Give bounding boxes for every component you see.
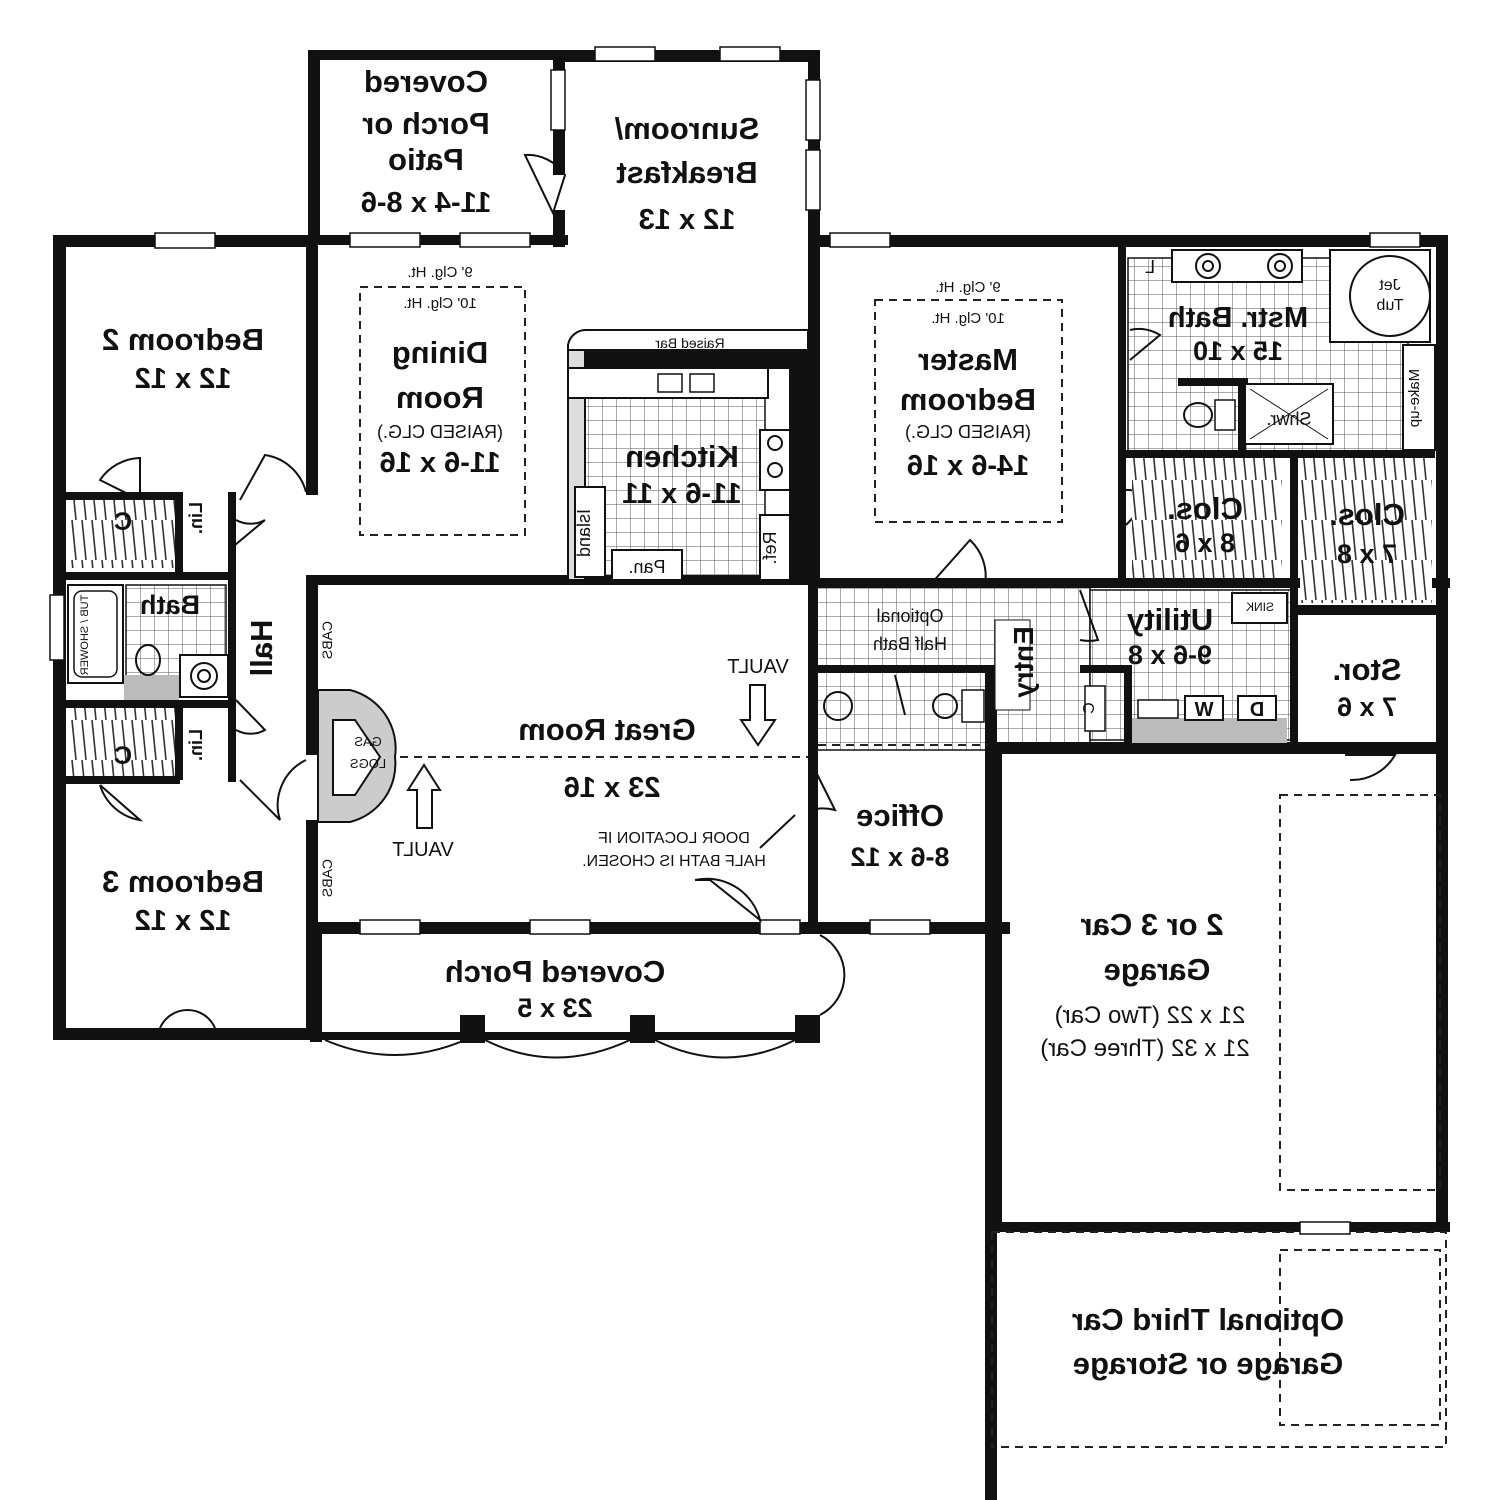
garage-l2: Garage (1104, 952, 1211, 987)
great-room-name: Great Room (518, 712, 695, 747)
dining-clg2: 10' Clg. Ht. (403, 295, 477, 312)
jet-tub-l1: Jet (1379, 277, 1401, 294)
third-garage-l2: Garage or Storage (1073, 1346, 1343, 1381)
dining-clg1: 9' Clg. Ht. (407, 264, 472, 281)
bedroom3-closet (68, 708, 175, 776)
tub-shower-label: TUB / SHOWER (79, 595, 91, 676)
bedroom2-name: Bedroom 2 (102, 322, 264, 357)
raised-bar-label: Raised Bar (655, 335, 725, 351)
sunroom-size: 12 x 13 (639, 204, 736, 236)
master-clg1: 9' Clg. Ht. (935, 279, 1000, 296)
sunroom-l1: Sunroom/ (614, 111, 759, 146)
closet-left-name: Clos. (1167, 491, 1243, 526)
cabs-top: CABS (319, 621, 335, 659)
door-note-l2: HALF BATH IS CHOSEN. (582, 853, 766, 870)
dining-size: 11-6 x 16 (380, 447, 501, 479)
linen-label-bottom: Lin. (186, 729, 206, 761)
cabs-bottom: CABS (319, 859, 335, 897)
garage-two-car: 21 x 22 (Two Car) (1055, 1002, 1246, 1029)
third-garage-l1: Optional Third Car (1072, 1302, 1344, 1337)
sunroom-l2: Breakfast (616, 155, 757, 190)
bedroom3-size: 12 x 12 (135, 905, 232, 937)
bath-name: Bath (140, 590, 200, 620)
sink-label: SINK (1246, 600, 1274, 614)
linen-label-top: Lin. (186, 502, 206, 534)
covered-patio-size: 11-4 x 8-6 (361, 187, 492, 219)
bedroom2-closet-label: C (114, 508, 132, 536)
master-note: (RAISED CLG.) (905, 422, 1031, 442)
master-l1: Master (918, 342, 1018, 377)
vault-label-right: VAULT (727, 656, 789, 678)
master-closet-right (1300, 458, 1432, 603)
third-car-inner-outline (1279, 1249, 1441, 1426)
storage-size: 7 x 6 (1337, 692, 1397, 722)
master-bath-name: Mstr. Bath (1168, 302, 1308, 334)
kitchen-size: 11-6 x 11 (622, 478, 741, 510)
pantry-label: Pan. (628, 557, 665, 577)
closet-left-size: 8 x 6 (1175, 528, 1235, 558)
master-closet-left (1132, 458, 1282, 578)
dining-raised-ceiling (359, 286, 526, 536)
gas-logs-l2: LOGS (350, 756, 386, 771)
covered-porch-size: 23 x 5 (517, 993, 592, 1023)
bedroom3-closet-label: C (114, 742, 132, 770)
dryer-label: D (1250, 699, 1264, 721)
ref-label: Ref. (760, 531, 780, 564)
utility-closet-label: C (1081, 702, 1098, 714)
vault-label-left: VAULT (392, 839, 454, 861)
kitchen-name: Kitchen (625, 439, 739, 474)
utility-size: 9-6 x 8 (1128, 640, 1212, 670)
master-size: 14-6 x 16 (907, 450, 1030, 482)
bedroom2-closet (68, 500, 175, 568)
covered-patio-l3: Patio (388, 142, 464, 177)
door-note-l1: DOOR LOCATION IF (598, 830, 750, 847)
makeup-label: Make-up (1406, 369, 1423, 427)
shower-label: Shwr. (1266, 409, 1311, 429)
jet-tub-l2: Tub (1376, 297, 1403, 314)
master-bath-size: 15 x 10 (1193, 336, 1283, 366)
garage-car-outline (1279, 794, 1441, 1191)
doors (98, 153, 1397, 1059)
windows (49, 46, 1421, 1235)
master-raised-ceiling (874, 299, 1063, 523)
labels: Covered Porch or Patio 11-4 x 8-6 Sunroo… (102, 64, 1405, 1381)
dining-l2: Room (396, 380, 484, 415)
closet-right-size: 7 x 8 (1337, 539, 1397, 569)
lav-label: L (1145, 257, 1155, 277)
office-name: Office (856, 798, 944, 833)
utility-name: Utility (1126, 602, 1213, 637)
rotated-labels: Hall Entry Island Ref. Make-up Lin. Lin.… (79, 369, 1423, 897)
bedroom2-size: 12 x 12 (135, 363, 232, 395)
storage-name: Stor. (1333, 652, 1402, 687)
garage-l1: 2 or 3 Car (1080, 907, 1223, 942)
master-clg2: 10' Clg. Ht. (931, 310, 1005, 327)
office-size: 8-6 x 12 (850, 842, 949, 872)
covered-porch-name: Covered Porch (445, 954, 666, 989)
half-bath-l2: Half Bath (873, 634, 947, 654)
closet-right-name: Clos. (1329, 497, 1405, 532)
island-label: Island (574, 509, 594, 557)
master-l2: Bedroom (900, 382, 1036, 417)
bedroom3-name: Bedroom 3 (102, 864, 264, 899)
gas-logs-l1: GAS (354, 734, 382, 749)
third-car-outline (991, 1231, 1447, 1448)
garage-three-car: 21 x 32 (Three Car) (1040, 1035, 1249, 1062)
covered-patio-l2: Porch or (362, 106, 489, 141)
dining-note: (RAISED CLG.) (377, 422, 503, 442)
washer-label: W (1194, 699, 1213, 721)
hall-label: Hall (244, 620, 279, 677)
great-room-size: 23 x 16 (564, 772, 661, 804)
covered-patio-l1: Covered (364, 64, 488, 99)
dining-l1: Dining (392, 335, 488, 370)
entry-label: Entry (1008, 626, 1039, 698)
half-bath-l1: Optional (876, 606, 943, 626)
